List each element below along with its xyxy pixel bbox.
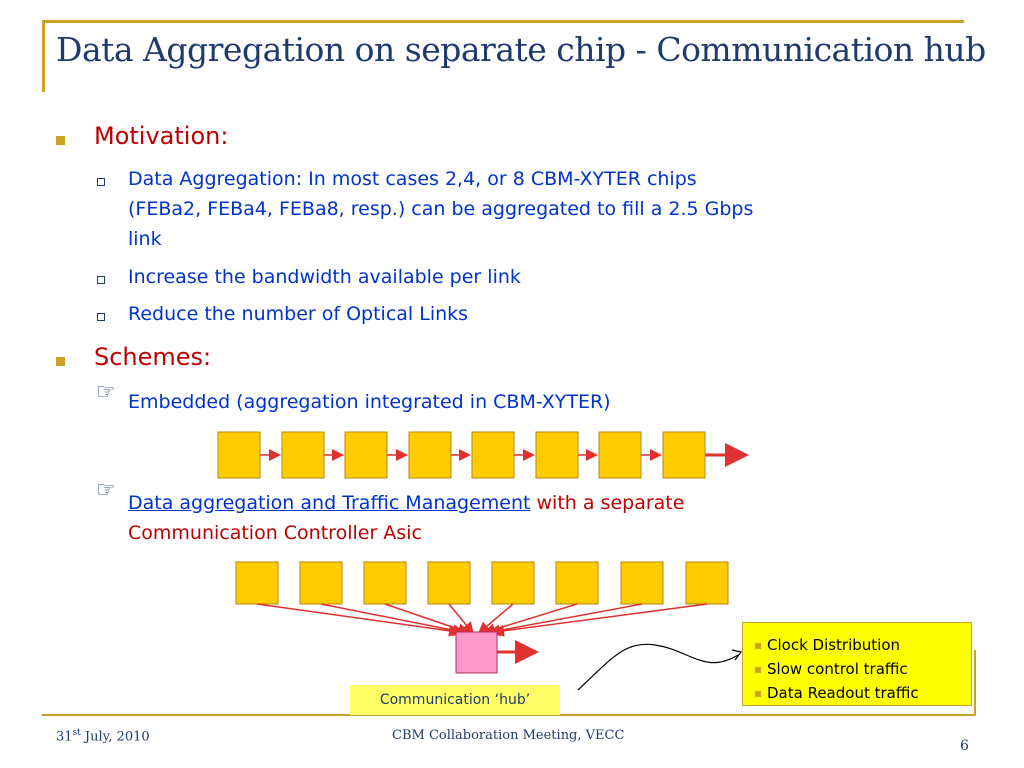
hub-link	[256, 603, 461, 637]
chip-box	[299, 561, 343, 605]
chip-box	[427, 561, 471, 605]
chip-box	[662, 431, 706, 479]
hub-label: Communication ‘hub’	[350, 685, 560, 715]
chip-box	[281, 431, 325, 479]
chip-box	[620, 561, 664, 605]
chip-box	[235, 561, 279, 605]
page-number: 6	[960, 738, 969, 754]
schemes-heading: Schemes:	[94, 343, 212, 371]
hub-functions-box: Clock Distribution Slow control traffic …	[742, 622, 972, 706]
hub-link	[320, 603, 465, 637]
motivation-item-3: Reduce the number of Optical Links	[128, 303, 469, 325]
frame-bottom-line	[42, 714, 976, 716]
chip-box	[685, 561, 729, 605]
footer-event: CBM Collaboration Meeting, VECC	[392, 728, 625, 743]
hub-chip	[455, 631, 498, 674]
motivation-item-2: Increase the bandwidth available per lin…	[128, 266, 521, 288]
chip-box	[408, 431, 452, 479]
chip-box	[598, 431, 642, 479]
connector-curve	[577, 643, 739, 691]
hub-link	[492, 603, 708, 637]
motivation-item-1-line1: Data Aggregation: In most cases 2,4, or …	[128, 168, 697, 190]
motivation-item-1: Data Aggregation: In most cases 2,4, or …	[128, 164, 753, 254]
motivation-item-1-line3: link	[128, 228, 162, 250]
sub-bullet-icon	[97, 178, 105, 186]
frame-top-line	[42, 20, 964, 23]
sub-bullet-icon	[97, 313, 105, 321]
pointing-hand-icon: ☞	[96, 380, 116, 405]
bullet-square-icon	[56, 136, 65, 145]
scheme-embedded: Embedded (aggregation integrated in CBM-…	[128, 391, 611, 413]
motivation-item-1-line2: (FEBa2, FEBa4, FEBa8, resp.) can be aggr…	[128, 198, 754, 220]
footer-date: 31st July, 2010	[56, 728, 150, 745]
bullet-square-icon	[56, 357, 65, 366]
chip-box	[344, 431, 388, 479]
hub-link	[477, 603, 514, 634]
info-item: Slow control traffic	[755, 657, 971, 681]
slide-title: Data Aggregation on separate chip - Comm…	[56, 30, 986, 69]
scheme-separate: Data aggregation and Traffic Management …	[128, 488, 684, 548]
chip-box	[471, 431, 515, 479]
bullet-square-icon	[755, 666, 761, 673]
scheme-separate-link[interactable]: Data aggregation and Traffic Management	[128, 492, 531, 514]
hub-link	[488, 603, 643, 637]
pointing-hand-icon: ☞	[96, 478, 116, 503]
motivation-heading: Motivation:	[94, 122, 229, 150]
sub-bullet-icon	[97, 276, 105, 284]
bullet-square-icon	[755, 642, 761, 649]
info-item: Clock Distribution	[755, 633, 971, 657]
hub-tree	[235, 561, 729, 674]
scheme-separate-text: with a separate	[530, 492, 685, 514]
hub-link	[448, 603, 474, 635]
info-item: Data Readout traffic	[755, 681, 971, 705]
embedded-chain	[217, 431, 749, 479]
frame-left-line	[42, 20, 45, 92]
hub-link	[384, 603, 470, 635]
chip-box	[217, 431, 261, 479]
chip-box	[535, 431, 579, 479]
chip-box	[363, 561, 407, 605]
scheme-separate-text-line2: Communication Controller Asic	[128, 522, 422, 544]
connector-arrowhead	[731, 649, 743, 661]
chip-box	[491, 561, 535, 605]
bullet-square-icon	[755, 690, 761, 697]
frame-right-line	[974, 650, 976, 716]
chip-box	[555, 561, 599, 605]
